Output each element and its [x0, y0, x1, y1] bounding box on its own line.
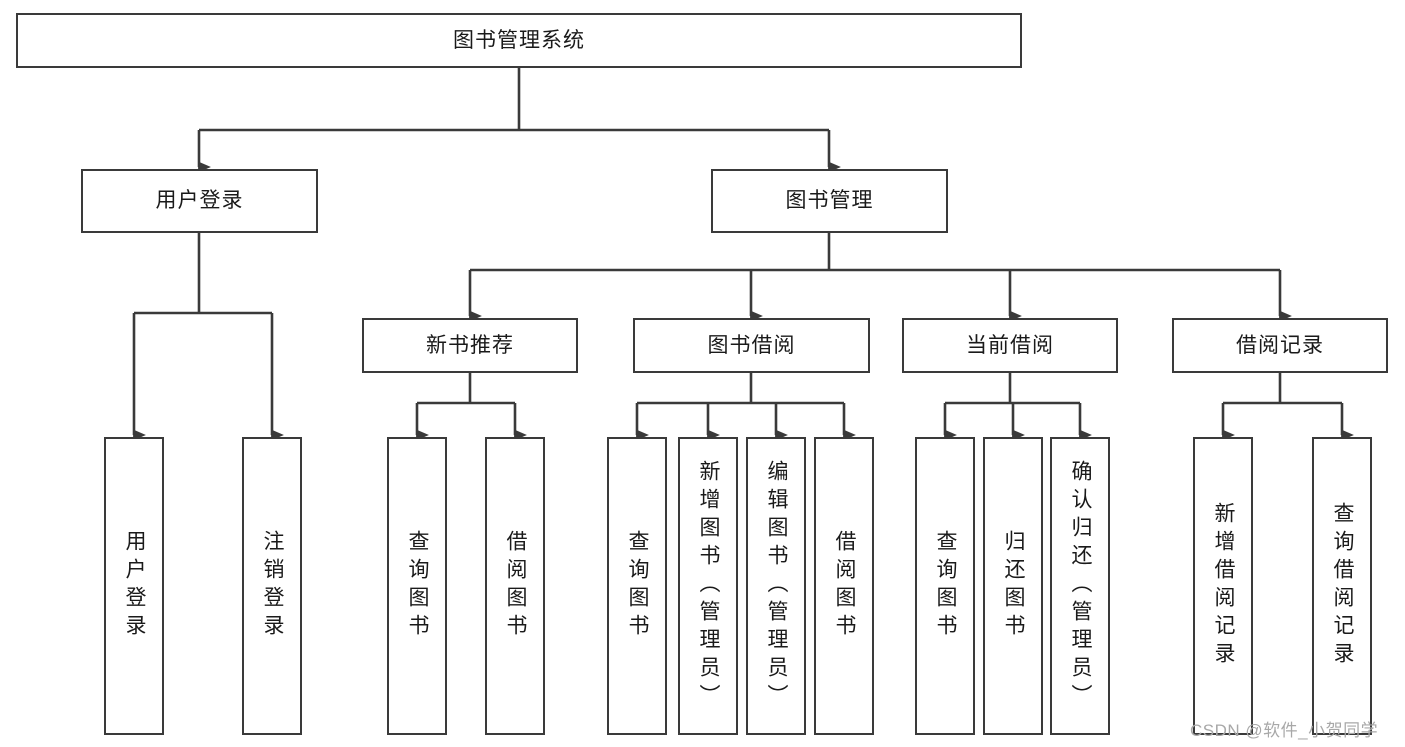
node-label: 用户登录: [155, 189, 244, 213]
node-leaf-借阅图书-图书借阅[interactable]: 借阅图书: [814, 437, 874, 735]
node-label: 图书借阅: [707, 333, 796, 357]
node-leaf-新增借阅记录[interactable]: 新增借阅记录: [1193, 437, 1253, 735]
node-level3-当前借阅[interactable]: 当前借阅: [902, 318, 1118, 373]
node-label: 查询图书: [626, 530, 650, 642]
node-leaf-注销登录[interactable]: 注销登录: [242, 437, 302, 735]
node-leaf-归还图书[interactable]: 归还图书: [983, 437, 1043, 735]
node-leaf-查询图书-新书推荐[interactable]: 查询图书: [387, 437, 447, 735]
node-label: 用户登录: [123, 530, 147, 642]
node-label: 查询图书: [934, 530, 958, 642]
watermark: CSDN @软件_小贺同学: [1190, 721, 1379, 740]
node-leaf-用户登录[interactable]: 用户登录: [104, 437, 164, 735]
node-leaf-编辑图书-管理员[interactable]: 编辑图书（管理员）: [746, 437, 806, 735]
node-label: 确认归还（管理员）: [1069, 460, 1093, 712]
node-leaf-查询借阅记录[interactable]: 查询借阅记录: [1312, 437, 1372, 735]
node-label: 归还图书: [1002, 530, 1026, 642]
node-leaf-查询图书-图书借阅[interactable]: 查询图书: [607, 437, 667, 735]
node-level3-图书借阅[interactable]: 图书借阅: [633, 318, 870, 373]
node-level3-借阅记录[interactable]: 借阅记录: [1172, 318, 1388, 373]
node-label: 新增借阅记录: [1212, 502, 1236, 670]
node-label: 图书管理系统: [453, 28, 585, 52]
node-label: 图书管理: [785, 189, 874, 213]
node-root-图书管理系统[interactable]: 图书管理系统: [16, 13, 1022, 68]
node-label: 新书推荐: [426, 333, 514, 357]
node-label: 借阅图书: [504, 530, 528, 642]
node-leaf-借阅图书-新书推荐[interactable]: 借阅图书: [485, 437, 545, 735]
node-level2-图书管理[interactable]: 图书管理: [711, 169, 948, 233]
node-label: 查询图书: [406, 530, 430, 642]
node-level3-新书推荐[interactable]: 新书推荐: [362, 318, 578, 373]
node-leaf-新增图书-管理员[interactable]: 新增图书（管理员）: [678, 437, 738, 735]
node-label: 新增图书（管理员）: [697, 460, 721, 712]
node-level2-用户登录[interactable]: 用户登录: [81, 169, 318, 233]
node-label: 注销登录: [261, 530, 285, 642]
node-leaf-确认归还-管理员[interactable]: 确认归还（管理员）: [1050, 437, 1110, 735]
node-label: 编辑图书（管理员）: [765, 460, 789, 712]
node-leaf-查询图书-当前借阅[interactable]: 查询图书: [915, 437, 975, 735]
node-label: 查询借阅记录: [1331, 502, 1355, 670]
node-label: 当前借阅: [966, 333, 1054, 357]
node-label: 借阅记录: [1236, 333, 1324, 357]
node-label: 借阅图书: [833, 530, 857, 642]
